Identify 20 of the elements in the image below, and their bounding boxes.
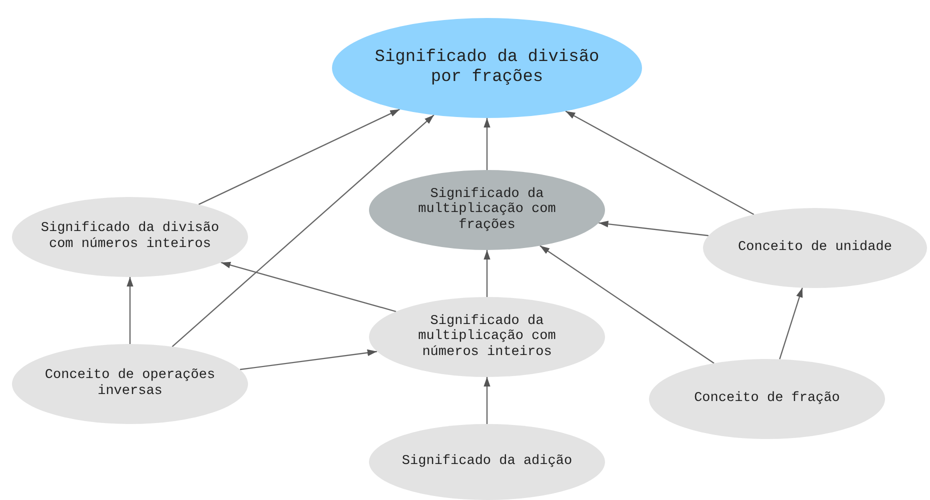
arrow [172, 114, 434, 348]
arrow [220, 262, 396, 312]
arrow [484, 250, 490, 297]
arrow [198, 108, 400, 206]
node-label: Significado da divisão por frações [374, 48, 600, 88]
arrow [598, 220, 709, 236]
arrow [779, 288, 803, 360]
arrow [484, 118, 490, 170]
node-label: Significado da multiplicação com números inteiros [417, 314, 557, 360]
node-label: Conceito de fração [694, 391, 840, 407]
arrow [540, 245, 714, 364]
node-label: Conceito de unidade [738, 240, 892, 256]
arrow [126, 277, 134, 344]
arrow [484, 377, 490, 424]
arrow [565, 110, 754, 215]
node-label: Conceito de operações inversas [44, 368, 216, 400]
node-label: Significado da multiplicação com frações [417, 186, 557, 234]
arrow [240, 349, 378, 370]
node-label: Significado da divisão com números inteiros [40, 221, 220, 253]
node-label: Significado da adição [402, 454, 572, 470]
